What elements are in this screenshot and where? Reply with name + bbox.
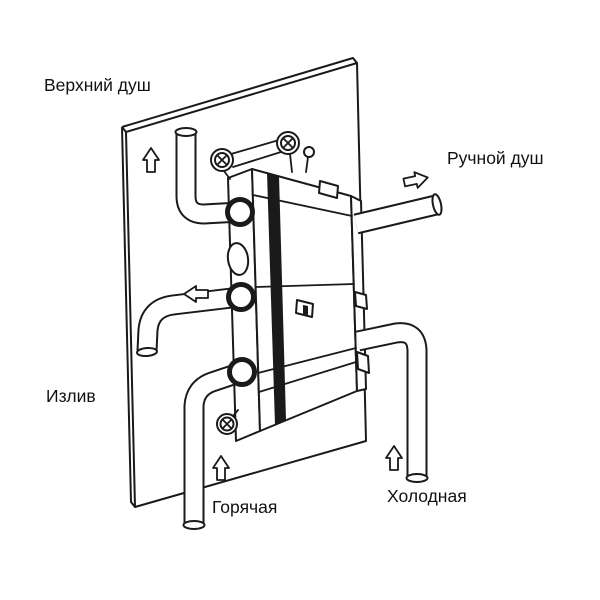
valve-body — [210, 131, 370, 442]
labels: Верхний душ Ручной душ Излив Горячая Хол… — [44, 75, 544, 517]
valve-cartridge-strip — [267, 173, 286, 425]
label-top-shower: Верхний душ — [44, 75, 151, 95]
top-mounting-bracket — [210, 131, 315, 180]
label-spout: Излив — [46, 386, 96, 406]
valve-oval-plate — [226, 242, 250, 276]
hot-inlet-pipe — [182, 362, 246, 530]
spout-pipe — [136, 286, 242, 358]
port-ring-middle — [226, 282, 256, 312]
top-shower-pipe — [174, 127, 241, 225]
flow-arrow-right-hand-shower-icon — [401, 168, 431, 192]
hand-shower-pipe — [353, 193, 443, 235]
label-cold: Холодная — [387, 486, 467, 506]
port-ring-top — [225, 197, 255, 227]
flow-arrow-up-cold-icon — [385, 445, 403, 471]
cold-inlet-pipe — [355, 322, 429, 483]
label-hand-shower: Ручной душ — [447, 148, 544, 168]
screw-icon — [282, 137, 294, 149]
label-hot: Горячая — [212, 497, 277, 517]
port-ring-bottom — [227, 357, 257, 387]
bottom-mounting-ear — [216, 409, 239, 435]
pipes — [136, 127, 443, 530]
screw-icon — [221, 418, 233, 430]
valve-front-face — [251, 168, 358, 432]
screw-icon — [216, 154, 228, 166]
